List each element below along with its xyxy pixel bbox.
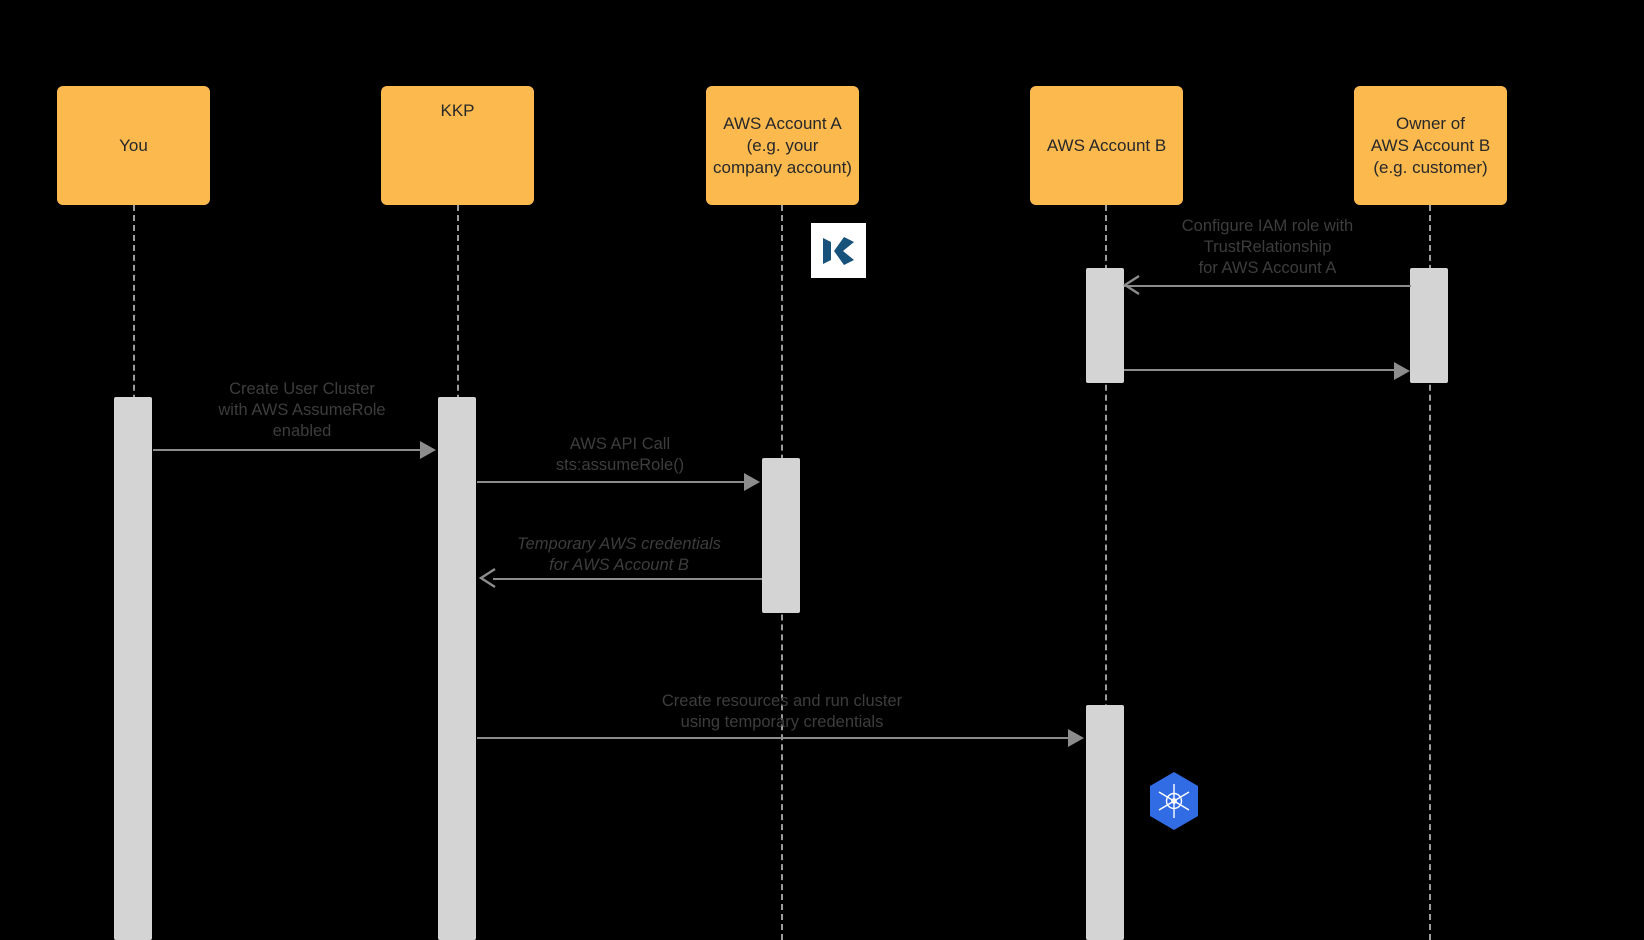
message-aws-api-call-label: AWS API Call sts:assumeRole() <box>555 435 685 474</box>
participant-aws-account-a[interactable]: AWS Account A (e.g. your company account… <box>706 86 859 205</box>
message-aws-api-call-line <box>477 481 744 483</box>
message-create-resources-line <box>477 737 1068 739</box>
participant-aws-account-a-label: AWS Account A (e.g. your company account… <box>713 113 852 177</box>
message-create-user-cluster-label: Create User Cluster with AWS AssumeRole … <box>218 380 386 440</box>
message-create-resources-label: Create resources and run cluster using t… <box>661 692 903 731</box>
activation-you <box>114 397 152 940</box>
participant-you-label: You <box>119 135 148 155</box>
message-temporary-credentials-label: Temporary AWS credentials for AWS Accoun… <box>517 535 721 574</box>
message-create-user-cluster-arrowhead-icon <box>420 441 436 459</box>
message-configure-iam-role-line <box>1124 285 1411 287</box>
message-aws-api-call-arrowhead-icon <box>744 473 760 491</box>
message-configure-iam-role-arrowhead-icon <box>1122 274 1144 296</box>
message-aws-b-to-owner-b-arrowhead-icon <box>1394 362 1410 380</box>
message-create-user-cluster-line <box>153 449 420 451</box>
participant-kkp-label: KKP <box>440 101 475 120</box>
lifeline-aws-b <box>1105 205 1107 940</box>
activation-aws-b-top <box>1086 268 1124 383</box>
message-temporary-credentials-line <box>493 578 762 580</box>
participant-kkp[interactable]: KKP <box>381 86 866 278</box>
kubernetes-logo-icon <box>1148 771 1200 831</box>
message-create-resources-arrowhead-icon <box>1068 729 1084 747</box>
participant-you[interactable]: You <box>57 86 210 205</box>
activation-owner-b <box>1410 268 1448 383</box>
participant-owner-of-aws-account-b[interactable]: Owner of AWS Account B (e.g. customer) <box>1354 86 1507 205</box>
participant-owner-of-aws-account-b-label: Owner of AWS Account B (e.g. customer) <box>1370 113 1491 177</box>
message-temporary-credentials-arrowhead-icon <box>478 567 500 589</box>
activation-aws-b-bottom <box>1086 705 1124 940</box>
activation-kkp <box>438 397 476 940</box>
lifeline-owner-b <box>1429 205 1431 940</box>
participant-aws-account-b-label: AWS Account B <box>1046 135 1167 155</box>
activation-aws-a <box>762 458 800 613</box>
message-configure-iam-role-label: Configure IAM role with TrustRelationshi… <box>1181 217 1354 277</box>
participant-aws-account-b[interactable]: AWS Account B <box>1030 86 1183 205</box>
message-aws-b-to-owner-b-line <box>1124 369 1396 371</box>
kkp-logo-icon <box>811 223 866 278</box>
